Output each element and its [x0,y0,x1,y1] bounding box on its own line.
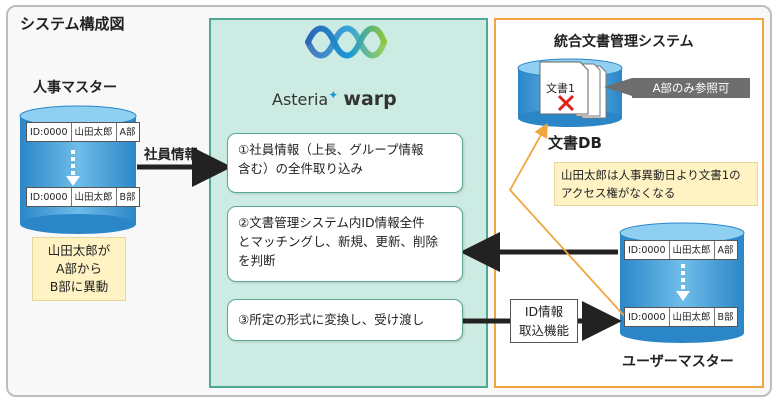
access-note-line: 山田太郎は人事異動日より文書1の [561,168,741,182]
logo-text-warp: warp [343,88,397,110]
user-row-before: ID:0000 山田太郎 A部 [624,240,738,260]
document-db-label: 文書DB [548,134,602,152]
employee-info-label: 社員情報 [144,147,198,163]
document-stack-icon [539,61,607,119]
user-row-after-dept: B部 [717,312,734,323]
user-master-label: ユーザーマスター [622,354,734,370]
logo-text-asteria: Asteria [272,90,329,109]
hr-row-before-id: ID:0000 [27,123,72,141]
document-system-heading: 統合文書管理システム [554,34,694,50]
transfer-note-line: A部から [55,261,103,276]
access-revoked-note: 山田太郎は人事異動日より文書1の アクセス権がなくなる [554,162,758,206]
callout-pointer [604,78,632,96]
asteria-warp-logo: Asteria✦ warp [272,88,397,110]
step-2-line: ②文書管理システム内ID情報全件 [238,215,425,230]
hr-master-heading: 人事マスター [33,80,117,96]
hr-row-before-dept: A部 [119,127,136,138]
asteria-warp-logo-icon [305,25,387,59]
hr-row-before: ID:0000 山田太郎 A部 [26,122,140,142]
step-2-line: を判断 [238,253,276,268]
transfer-note-line: B部に異動 [49,279,109,294]
user-row-after: ID:0000 山田太郎 B部 [624,307,738,327]
user-row-before-name: 山田太郎 [670,241,715,259]
hr-row-after-id: ID:0000 [27,188,72,206]
access-link-arrow [508,122,629,321]
step-1-line: 含む）の全件取り込み [238,161,364,176]
user-row-after-id: ID:0000 [625,308,670,326]
user-row-before-id: ID:0000 [625,241,670,259]
access-note-line: アクセス権がなくなる [561,186,676,200]
transfer-note-line: 山田太郎が [47,243,111,258]
id-import-line: ID情報 [524,304,564,319]
step-1-line: ①社員情報（上長、グループ情報 [238,142,424,157]
id-import-function-box: ID情報 取込機能 [510,299,578,343]
step-3-line: ③所定の形式に変換し、受け渡し [238,312,425,327]
access-callout: A部のみ参照可 [632,78,750,98]
process-step-3: ③所定の形式に変換し、受け渡し [227,299,463,341]
step-2-line: とマッチングし、新規、更新、削除 [238,234,439,249]
document-1-label: 文書1 [546,82,575,95]
access-denied-icon [557,94,575,112]
process-step-2: ②文書管理システム内ID情報全件 とマッチングし、新規、更新、削除 を判断 [227,206,463,282]
hr-row-after-dept: B部 [119,192,136,203]
process-step-1: ①社員情報（上長、グループ情報 含む）の全件取り込み [227,133,463,193]
hr-row-before-name: 山田太郎 [72,123,117,141]
user-row-before-dept: A部 [717,245,734,256]
user-row-after-name: 山田太郎 [670,308,715,326]
diagram-title: システム構成図 [20,15,125,33]
hr-row-after: ID:0000 山田太郎 B部 [26,187,140,207]
id-import-line: 取込機能 [518,323,569,338]
transfer-note: 山田太郎が A部から B部に異動 [32,237,126,301]
hr-row-after-name: 山田太郎 [72,188,117,206]
